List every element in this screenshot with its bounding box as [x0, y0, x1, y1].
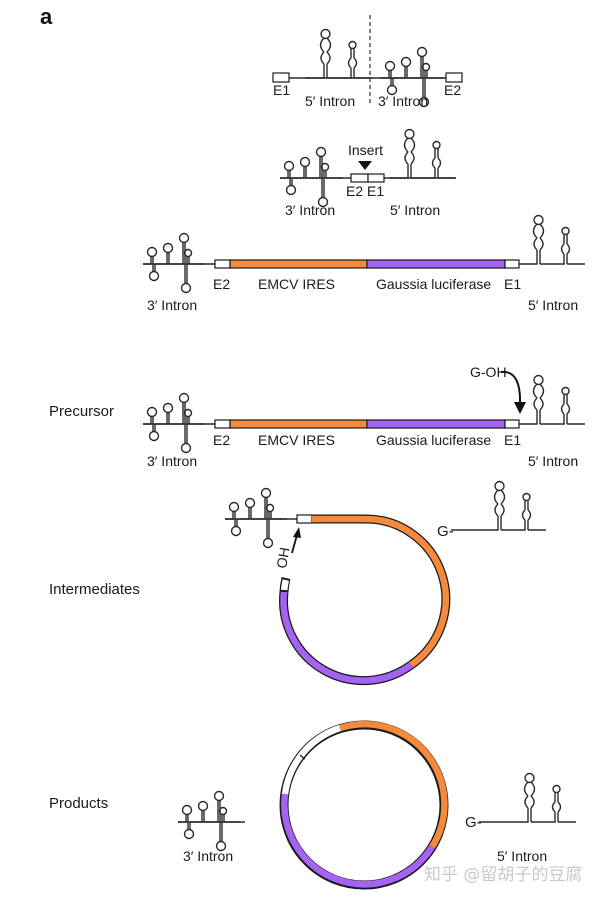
label-emcv-ires: EMCV IRES	[258, 276, 335, 292]
label-5-intron: 5′ Intron	[497, 848, 547, 864]
label-emcv-ires: EMCV IRES	[258, 432, 335, 448]
gaussia-luciferase-arc	[280, 591, 413, 684]
label-g-oh: G-OH	[470, 364, 507, 380]
products-stage: Products 3′ Intron G- 5′ Intron	[49, 720, 577, 890]
stage-label-precursor: Precursor	[49, 403, 114, 420]
emcv-ires-segment	[229, 259, 368, 269]
intron-hairpins-3prime	[224, 487, 288, 549]
intermediates-stage: Intermediates OH G-	[49, 480, 547, 686]
exon-e2-box	[214, 419, 231, 429]
arrowhead-icon	[514, 402, 526, 414]
exon-e1-box	[367, 173, 385, 183]
label-e1: E1	[504, 432, 521, 448]
exon-e1-box	[504, 259, 520, 269]
exon-e2-box	[350, 173, 369, 183]
label-e2: E2	[444, 82, 461, 98]
label-e2: E2	[213, 432, 230, 448]
label-e2-e1: E2 E1	[346, 183, 384, 199]
label-5-intron: 5′ Intron	[528, 297, 578, 313]
exon-e1-box	[272, 72, 290, 83]
gaussia-luciferase-segment	[366, 419, 506, 429]
label-5-intron: 5′ Intron	[528, 453, 578, 469]
intron-hairpins-5prime	[479, 480, 547, 531]
circ-emcv-ires-arc	[339, 720, 448, 849]
exon-e1-box	[504, 419, 520, 429]
intron-hairpins-5prime	[389, 128, 457, 179]
intron-hairpins-3prime	[142, 392, 206, 454]
insert-triangle-icon	[358, 161, 372, 170]
exon-e2-box	[214, 259, 231, 269]
label-3-intron: 3′ Intron	[147, 453, 197, 469]
precursor-stage: Precursor G-OH E2 EMCV IRES Gaussia luci…	[49, 364, 586, 469]
intron-hairpins-3prime	[177, 790, 241, 852]
label-gaussia-luciferase: Gaussia luciferase	[376, 432, 491, 448]
label-e2: E2	[213, 276, 230, 292]
panel-label: a	[40, 4, 53, 29]
stage-label-intermediates: Intermediates	[49, 581, 140, 598]
label-3-intron: 3′ Intron	[183, 848, 233, 864]
watermark: 知乎 @留胡子的豆腐	[424, 865, 582, 885]
label-oh: OH	[273, 546, 292, 569]
label-g: G-	[437, 523, 454, 540]
gaussia-luciferase-segment	[366, 259, 506, 269]
g-oh-attack-arrow	[500, 370, 522, 405]
oh-attack-arrow	[291, 534, 298, 554]
circ-exon-scar-arc	[281, 724, 342, 795]
arrowhead-icon	[293, 527, 301, 538]
label-3-intron: 3′ Intron	[378, 93, 428, 109]
step1-construct: E1 E2 5′ Intron 3′ Intron	[272, 15, 463, 109]
emcv-ires-segment	[229, 419, 368, 429]
intron-hairpins-3prime	[142, 232, 206, 294]
intron-hairpins-3prime	[279, 146, 343, 208]
label-3-intron: 3′ Intron	[147, 297, 197, 313]
exon-e1-end	[280, 579, 289, 591]
circ-gaussia-luciferase-arc	[281, 793, 435, 888]
stage-label-products: Products	[49, 795, 108, 812]
intron-hairpins-5prime	[518, 214, 586, 265]
label-e1: E1	[273, 82, 290, 98]
emcv-ires-arc-outline	[312, 514, 451, 669]
label-insert: Insert	[348, 142, 383, 158]
intron-hairpins-5prime	[305, 28, 373, 79]
intron-hairpins-5prime	[509, 772, 577, 823]
label-3-intron: 3′ Intron	[285, 202, 335, 218]
exon-junction-mark	[299, 754, 306, 760]
exon-e2-box	[296, 514, 313, 524]
label-5-intron: 5′ Intron	[305, 93, 355, 109]
step2-permuted: Insert E2 E1 3′ Intron 5′ Intron	[279, 128, 457, 218]
emcv-ires-arc	[312, 515, 450, 668]
step3-construct: E2 EMCV IRES Gaussia luciferase E1 3′ In…	[142, 214, 586, 313]
gaussia-luciferase-arc-outline	[279, 591, 414, 686]
label-gaussia-luciferase: Gaussia luciferase	[376, 276, 491, 292]
label-e1: E1	[504, 276, 521, 292]
label-g: G-	[465, 814, 482, 831]
label-5-intron: 5′ Intron	[390, 202, 440, 218]
intron-hairpins-5prime	[518, 374, 586, 425]
exon-e2-box	[445, 72, 463, 83]
